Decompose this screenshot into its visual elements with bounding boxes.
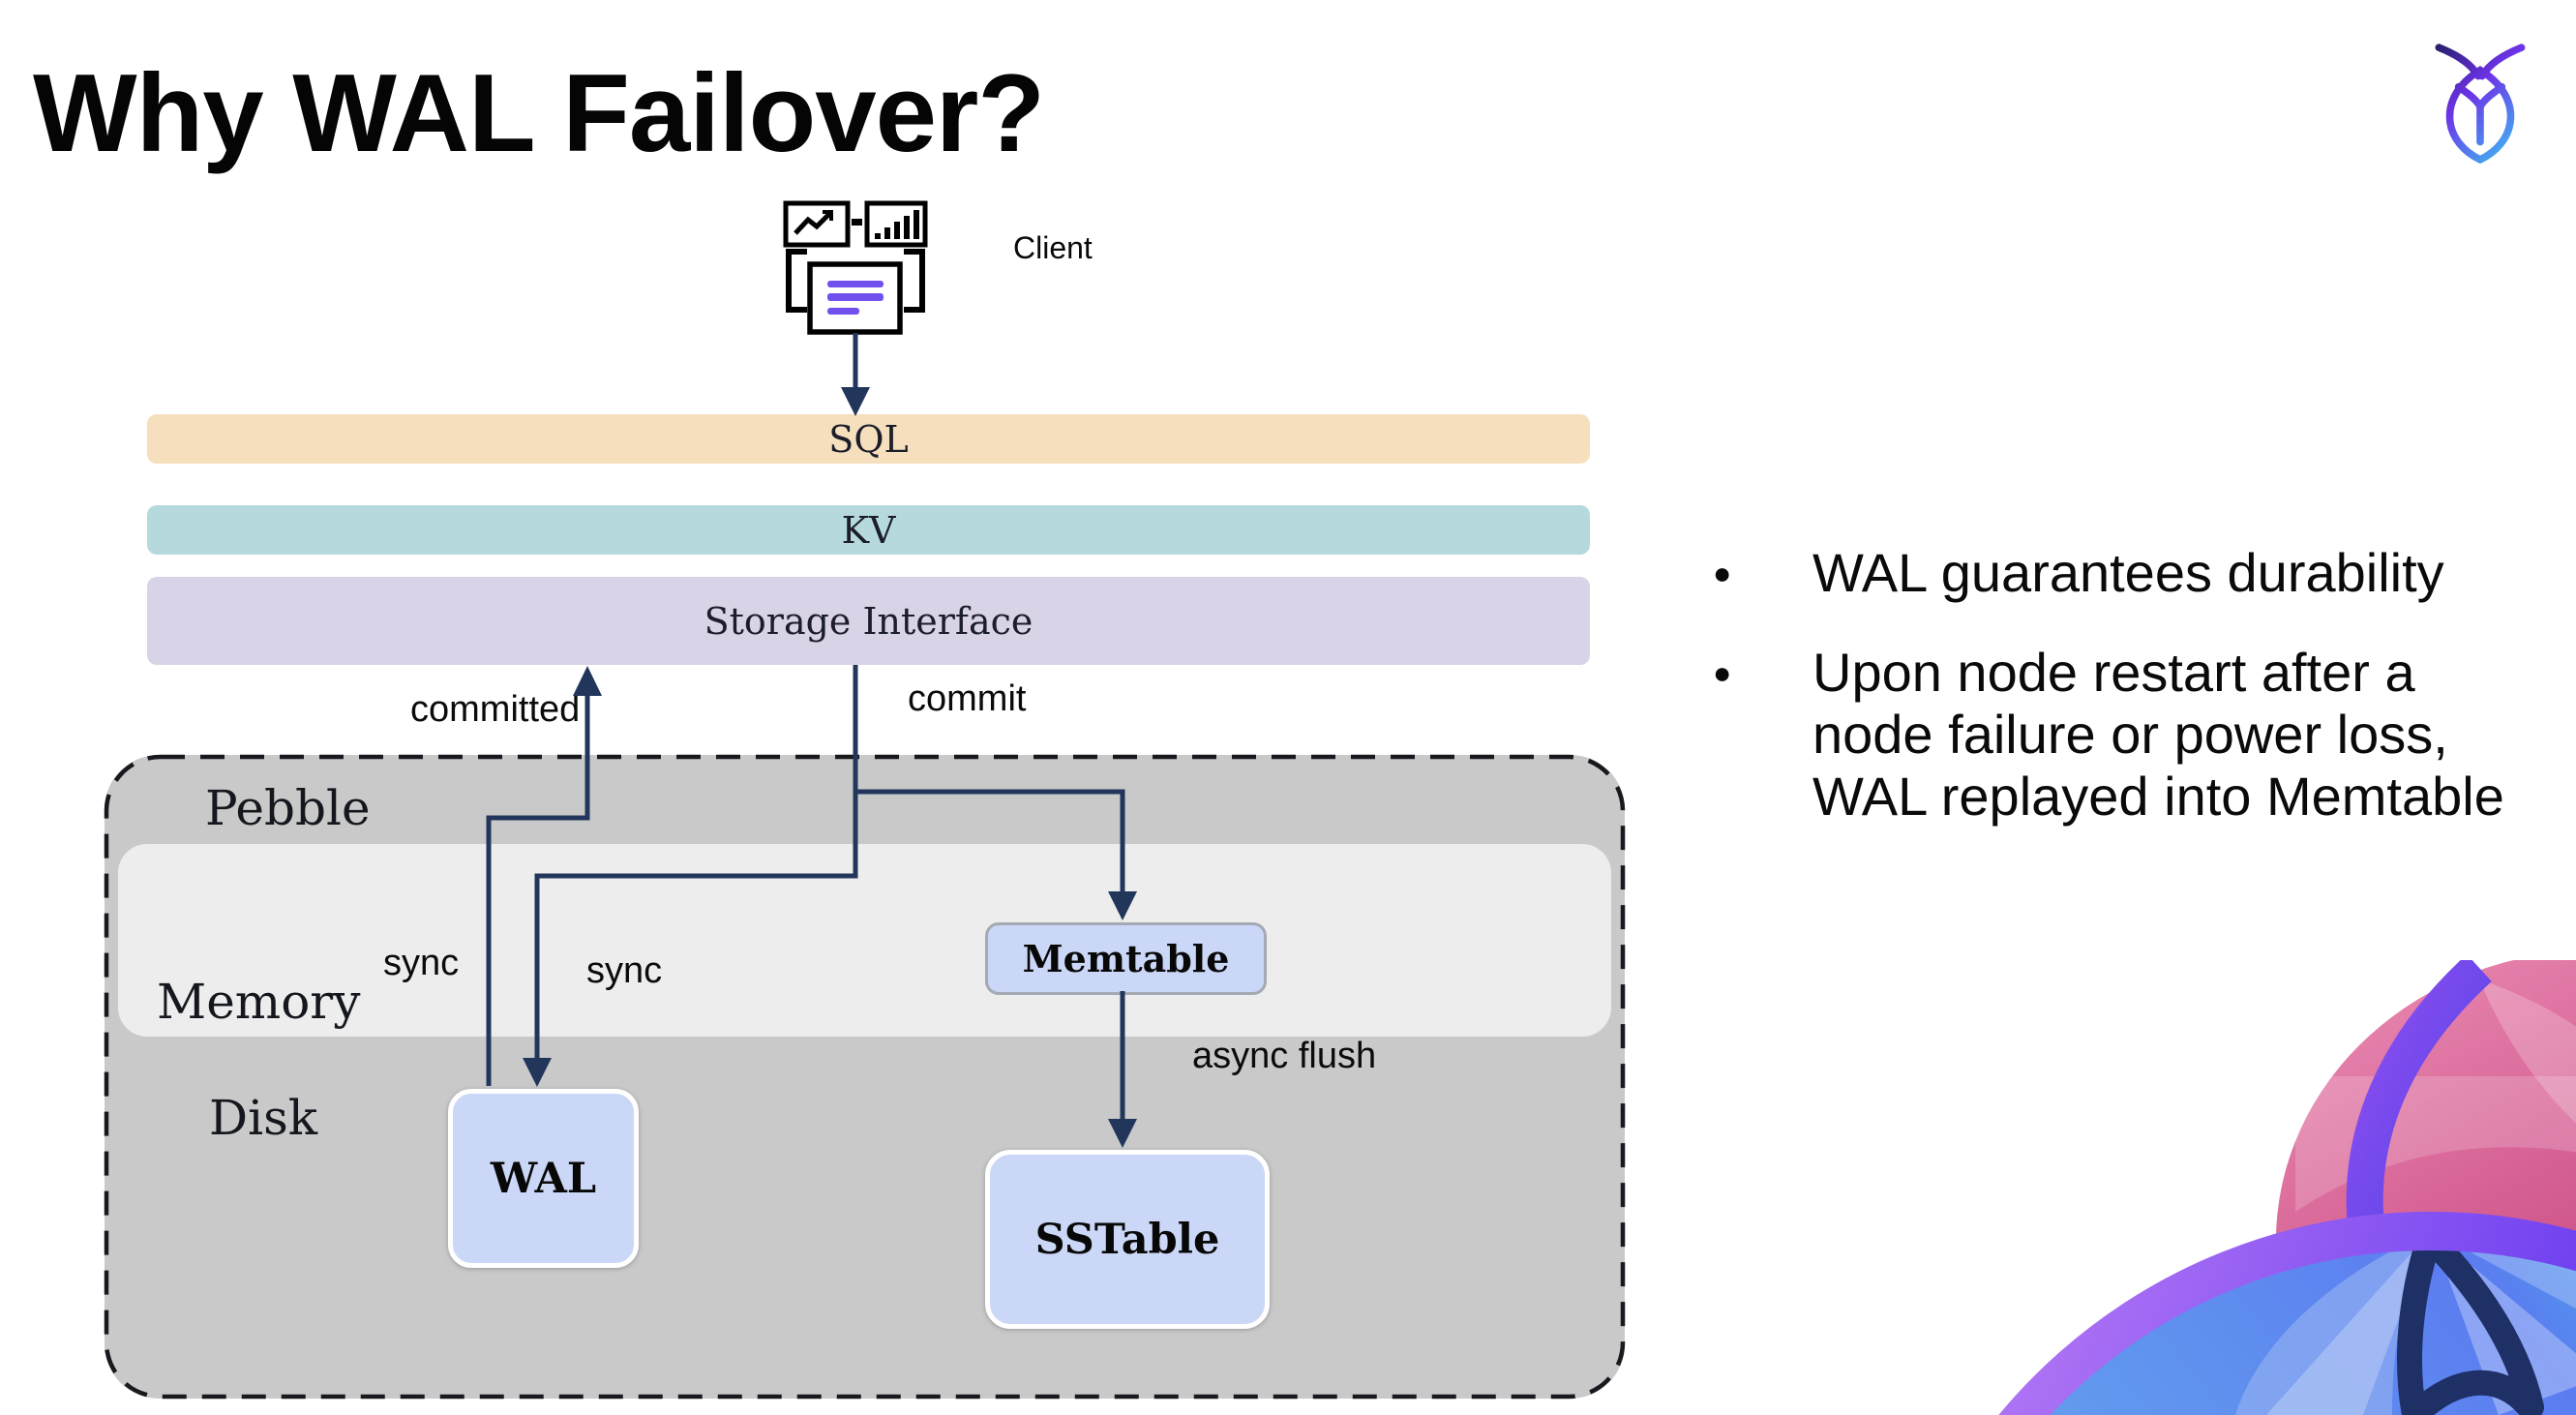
layer-label-sql: SQL xyxy=(828,417,909,461)
memory-label: Memory xyxy=(157,974,361,1030)
async-flush-edge-label: async flush xyxy=(1192,1036,1377,1076)
cockroachdb-logo-icon xyxy=(2435,44,2526,165)
bar-chart-icon xyxy=(864,200,928,248)
wal-node: WAL xyxy=(448,1089,639,1268)
bullet-list: ● WAL guarantees durability ● Upon node … xyxy=(1713,542,2576,828)
bullet-dot-icon: ● xyxy=(1713,655,1732,690)
memtable-node: Memtable xyxy=(985,922,1267,995)
sync-edge-label-right: sync xyxy=(586,950,663,991)
line-chart-icon xyxy=(783,200,851,248)
committed-edge-label: committed xyxy=(410,689,581,730)
terminal-brackets-icon xyxy=(786,249,925,313)
client-label: Client xyxy=(1013,230,1093,265)
client-icon xyxy=(783,200,928,335)
bullet-text: WAL guarantees durability xyxy=(1812,542,2444,603)
bullet-dot-icon: ● xyxy=(1713,556,1732,590)
brand-art-graphic xyxy=(1998,960,2576,1415)
commit-edge-label: commit xyxy=(908,678,1027,719)
sstable-label: SSTable xyxy=(1034,1215,1220,1264)
memtable-label: Memtable xyxy=(1022,937,1230,980)
bullet-item: ● WAL guarantees durability xyxy=(1713,542,2576,604)
sync-edge-label-left: sync xyxy=(383,943,460,983)
bullet-item: ● Upon node restart after a node failure… xyxy=(1713,642,2576,828)
layer-bar-sql: SQL xyxy=(147,414,1590,464)
pebble-label: Pebble xyxy=(205,780,371,836)
arrowhead-sql xyxy=(841,387,870,416)
layer-bar-kv: KV xyxy=(147,505,1590,555)
document-icon xyxy=(807,261,903,335)
sstable-node: SSTable xyxy=(985,1150,1270,1329)
dash-connector-icon xyxy=(852,219,862,226)
disk-label: Disk xyxy=(209,1090,318,1146)
page-title: Why WAL Failover? xyxy=(33,52,1045,175)
layer-bar-storage: Storage Interface xyxy=(147,577,1590,665)
wal-label: WAL xyxy=(490,1154,597,1203)
layer-label-storage: Storage Interface xyxy=(704,599,1033,643)
layer-label-kv: KV xyxy=(841,508,896,552)
bullet-text: Upon node restart after a node failure o… xyxy=(1812,642,2504,827)
